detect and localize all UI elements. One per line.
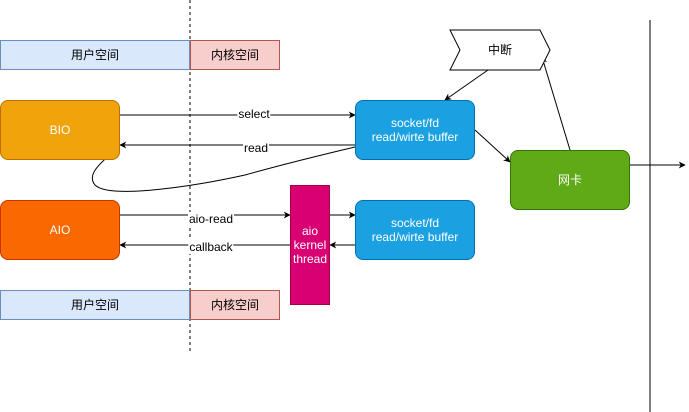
aio-kernel-thread-node: aio kernel thread [290,185,330,305]
kernel-space-label: 内核空间 [210,48,259,62]
select-edge-label: select [237,107,271,121]
interrupt-node: 中断 [455,30,545,70]
user-space-bar-bottom: 用户空间 [0,290,190,320]
user-space-label: 用户空间 [70,48,119,62]
edge-interrupt-to-buffer [444,69,489,101]
kernel-space-label: 内核空间 [210,298,259,312]
aio-kernel-thread-label: aio kernel thread [292,224,328,266]
socket-buffer-label: socket/fd read/wirte buffer [371,216,459,244]
kernel-space-bar-top: 内核空间 [190,40,280,70]
edge-nic-to-interrupt [540,56,571,151]
nic-node: 网卡 [510,150,630,210]
kernel-space-bar-bottom: 内核空间 [190,290,280,320]
interrupt-shape [449,29,551,71]
edge-read-loop [92,146,356,192]
user-space-label: 用户空间 [70,298,119,312]
socket-buffer-node-top: socket/fd read/wirte buffer [355,100,475,160]
interrupt-label: 中断 [487,43,512,57]
read-edge-label: read [242,141,270,155]
aio-node: AIO [0,200,120,260]
edge-buffer-to-nic [474,129,511,163]
user-space-bar-top: 用户空间 [0,40,190,70]
aio-label: AIO [49,223,71,237]
callback-edge-label: callback [188,240,234,254]
socket-buffer-node-bottom: socket/fd read/wirte buffer [355,200,475,260]
aio-read-edge-label: aio-read [187,212,235,226]
bio-label: BIO [49,123,71,137]
bio-node: BIO [0,100,120,160]
socket-buffer-label: socket/fd read/wirte buffer [371,116,459,144]
nic-label: 网卡 [557,173,582,187]
